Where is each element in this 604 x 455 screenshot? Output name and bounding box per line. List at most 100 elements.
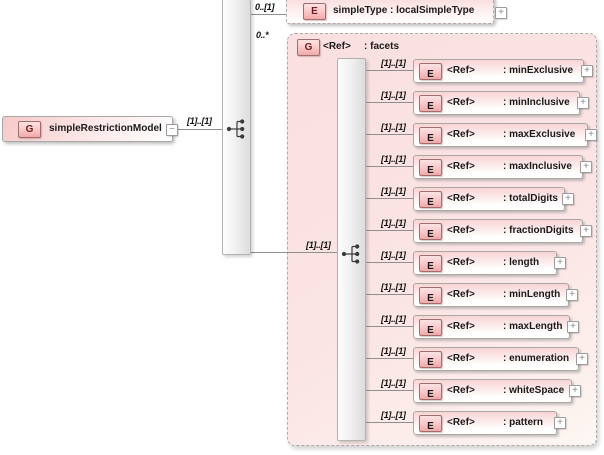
- cardinality-label: [1]..[1]: [381, 58, 406, 68]
- element-pattern[interactable]: E <Ref> : pattern +: [413, 411, 566, 435]
- sequence-compositor-outer[interactable]: [222, 0, 251, 255]
- facets-name-label: : facets: [364, 41, 400, 52]
- element-minLength[interactable]: E <Ref> : minLength +: [413, 283, 578, 307]
- connector-line: [366, 262, 413, 263]
- expand-handle[interactable]: +: [569, 385, 581, 397]
- expand-handle[interactable]: +: [495, 7, 507, 19]
- root-group-label: simpleRestrictionModel: [49, 123, 162, 134]
- cardinality-label: [1]..[1]: [381, 154, 406, 164]
- sequence-icon: [341, 244, 360, 264]
- expand-handle[interactable]: +: [580, 161, 592, 173]
- element-ref: <Ref>: [447, 161, 475, 172]
- expand-handle[interactable]: +: [554, 257, 566, 269]
- element-icon: E: [419, 255, 442, 272]
- expand-handle[interactable]: +: [562, 193, 574, 205]
- element-ref: <Ref>: [447, 417, 475, 428]
- expand-handle[interactable]: +: [567, 321, 579, 333]
- simpletype-label: simpleType : localSimpleType: [333, 5, 475, 16]
- element-name: : enumeration: [503, 353, 570, 364]
- connector-line: [366, 230, 413, 231]
- connector-line: [366, 198, 413, 199]
- element-name: : maxInclusive: [503, 161, 572, 172]
- connector-line: [366, 166, 413, 167]
- cardinality-label: [1]..[1]: [381, 314, 406, 324]
- cardinality-label: [1]..[1]: [381, 282, 406, 292]
- connector-line: [366, 134, 413, 135]
- element-name: : pattern: [503, 417, 543, 428]
- element-icon: E: [419, 351, 442, 368]
- element-ref: <Ref>: [447, 225, 475, 236]
- group-simpleRestrictionModel[interactable]: G simpleRestrictionModel: [2, 116, 173, 142]
- element-icon: E: [419, 159, 442, 176]
- element-ref: <Ref>: [447, 385, 475, 396]
- cardinality-label: [1]..[1]: [381, 378, 406, 388]
- connector-line: [251, 14, 287, 15]
- element-ref: <Ref>: [447, 257, 475, 268]
- element-name: : length: [503, 257, 540, 268]
- element-enumeration[interactable]: E <Ref> : enumeration +: [413, 347, 588, 371]
- element-name: : maxExclusive: [503, 129, 576, 140]
- expand-handle[interactable]: +: [577, 97, 589, 109]
- element-name: : fractionDigits: [503, 225, 574, 236]
- expand-handle[interactable]: +: [554, 417, 566, 429]
- element-icon: E: [419, 287, 442, 304]
- connector-line: [366, 422, 413, 423]
- facets-ref-label: <Ref>: [323, 41, 351, 52]
- connector-line: [366, 102, 413, 103]
- connector-line: [366, 294, 413, 295]
- expand-handle[interactable]: +: [581, 65, 593, 77]
- element-name: : minInclusive: [503, 97, 570, 108]
- cardinality-label: [1]..[1]: [306, 240, 331, 250]
- group-icon: G: [297, 39, 320, 56]
- expand-handle[interactable]: +: [566, 289, 578, 301]
- cardinality-label: 0..*: [256, 30, 269, 40]
- element-icon: E: [303, 3, 326, 20]
- element-minExclusive[interactable]: E <Ref> : minExclusive +: [413, 59, 593, 83]
- element-icon: E: [419, 415, 442, 432]
- element-icon: E: [419, 383, 442, 400]
- element-totalDigits[interactable]: E <Ref> : totalDigits +: [413, 187, 574, 211]
- element-name: : minLength: [503, 289, 561, 300]
- connector-line: [366, 70, 413, 71]
- element-maxExclusive[interactable]: E <Ref> : maxExclusive +: [413, 123, 597, 147]
- element-ref: <Ref>: [447, 321, 475, 332]
- sequence-compositor-inner[interactable]: [337, 58, 366, 441]
- element-fractionDigits[interactable]: E <Ref> : fractionDigits +: [413, 219, 592, 243]
- cardinality-label: 0..[1]: [255, 2, 275, 12]
- group-icon: G: [18, 121, 41, 138]
- element-whiteSpace[interactable]: E <Ref> : whiteSpace +: [413, 379, 581, 403]
- expand-handle[interactable]: +: [585, 129, 597, 141]
- connector-line: [366, 358, 413, 359]
- connector-line: [366, 326, 413, 327]
- element-ref: <Ref>: [447, 97, 475, 108]
- element-minInclusive[interactable]: E <Ref> : minInclusive +: [413, 91, 589, 115]
- cardinality-label: [1]..[1]: [381, 250, 406, 260]
- connector-line: [177, 129, 222, 130]
- expand-handle[interactable]: +: [580, 225, 592, 237]
- element-icon: E: [419, 191, 442, 208]
- element-maxInclusive[interactable]: E <Ref> : maxInclusive +: [413, 155, 592, 179]
- collapse-handle[interactable]: −: [166, 124, 178, 136]
- element-name: : minExclusive: [503, 65, 574, 76]
- cardinality-label: [1]..[1]: [381, 186, 406, 196]
- element-icon: E: [419, 319, 442, 336]
- cardinality-label: [1]..[1]: [381, 218, 406, 228]
- cardinality-label: [1]..[1]: [381, 122, 406, 132]
- connector-line: [251, 252, 338, 253]
- element-maxLength[interactable]: E <Ref> : maxLength +: [413, 315, 579, 339]
- sequence-icon: [226, 119, 245, 139]
- cardinality-label: [1]..[1]: [381, 90, 406, 100]
- element-icon: E: [419, 127, 442, 144]
- element-ref: <Ref>: [447, 193, 475, 204]
- element-length[interactable]: E <Ref> : length +: [413, 251, 566, 275]
- element-simpleType[interactable]: E simpleType : localSimpleType: [286, 0, 494, 24]
- expand-handle[interactable]: +: [576, 353, 588, 365]
- cardinality-label: [1]..[1]: [381, 346, 406, 356]
- element-ref: <Ref>: [447, 129, 475, 140]
- element-name: : whiteSpace: [503, 385, 565, 396]
- connector-line: [366, 390, 413, 391]
- element-icon: E: [419, 63, 442, 80]
- cardinality-label: [1]..[1]: [187, 116, 212, 126]
- element-icon: E: [419, 223, 442, 240]
